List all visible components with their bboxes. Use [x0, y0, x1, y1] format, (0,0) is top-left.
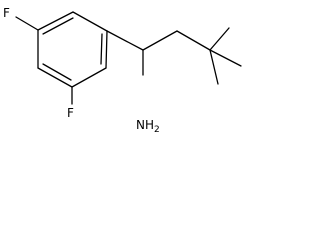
fluorine-label-para: F	[3, 6, 10, 20]
c-f-bond-para	[15, 16, 39, 31]
chain-bond	[142, 30, 178, 51]
chain-bond	[176, 30, 211, 51]
ring-bond	[37, 11, 74, 31]
ring-chain-bond	[106, 30, 144, 51]
ring-bond	[72, 11, 108, 32]
methyl-bond	[209, 49, 242, 67]
ring-double-bond	[100, 33, 103, 65]
ring-double-bond	[42, 17, 74, 35]
amine-label-subscript: 2	[154, 125, 160, 135]
methyl-bond	[209, 49, 219, 85]
amine-label-main: NH	[136, 118, 154, 132]
molecule-structure: F F NH2	[3, 6, 242, 135]
ring-double-bond	[42, 63, 72, 81]
ring-bond	[105, 30, 108, 69]
bonds	[15, 11, 242, 105]
atom-labels: F F NH2	[3, 6, 160, 135]
amine-label: NH2	[136, 118, 160, 135]
fluorine-label-ortho: F	[67, 106, 74, 120]
ring-bond	[71, 67, 107, 88]
methyl-bond	[209, 27, 230, 51]
ring-bond	[37, 67, 73, 88]
